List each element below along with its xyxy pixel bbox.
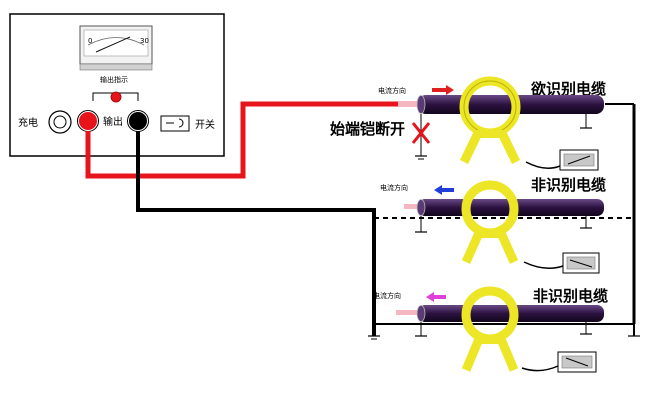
power-switch[interactable] (160, 115, 190, 132)
current-direction-label: 电流方向 (378, 86, 406, 95)
non-target-cable-label-2: 非识别电缆 (533, 287, 608, 305)
red-output-terminal[interactable] (77, 110, 99, 132)
red-lead (85, 101, 400, 179)
break-mark-icon (411, 122, 431, 144)
target-cable-label: 欲识别电缆 (530, 80, 606, 98)
meter-scale-max: 30 (140, 37, 149, 45)
current-direction-label: 电流方向 (373, 291, 401, 300)
output-label: 输出 (103, 115, 123, 128)
signal-generator: 0 30 输出指示 充电 输出 开关 (9, 13, 225, 157)
meter-scale-min: 0 (88, 37, 92, 45)
charge-label: 充电 (18, 116, 38, 129)
black-output-terminal[interactable] (127, 110, 149, 132)
non-target-cable-assembly-2: 电流方向 非识别电缆 (368, 286, 640, 373)
output-meter: 0 30 (79, 25, 153, 71)
far-end-open-label: 始端铠断开 (330, 120, 405, 138)
non-target-cable-label-1: 非识别电缆 (531, 176, 606, 194)
current-direction-label: 电流方向 (380, 183, 408, 192)
target-cable-assembly: 电流方向 欲识别电缆 始端铠断开 (330, 76, 606, 171)
black-lead (136, 131, 376, 336)
output-indicator-lamp (110, 91, 122, 103)
indicator-label: 输出指示 (100, 75, 128, 84)
non-target-cable-assembly-1: 电流方向 非识别电缆 (380, 176, 606, 274)
switch-label: 开关 (195, 118, 215, 131)
